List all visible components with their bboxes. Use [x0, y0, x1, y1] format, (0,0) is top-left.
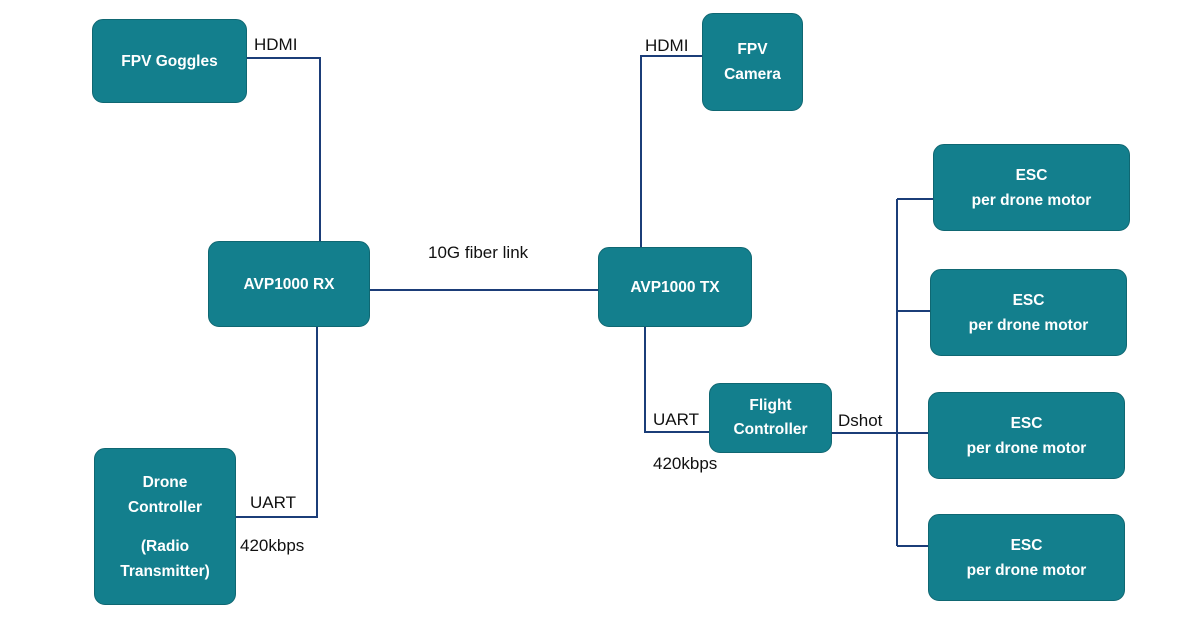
uart-drone-label: UART [250, 493, 296, 512]
esc-box-1: ESC per drone motor [933, 144, 1130, 231]
node-text-line: Drone [142, 473, 188, 491]
esc-box-2: ESC per drone motor [930, 269, 1127, 356]
hdmi-goggles-label: HDMI [254, 35, 298, 54]
node-text-line: (Radio [140, 537, 190, 555]
node-text-line: ESC [1012, 291, 1045, 309]
node-text-line: AVP1000 RX [243, 275, 335, 293]
hdmi-camera-wire [640, 55, 703, 248]
node-text-line: FPV [737, 41, 768, 58]
node-text-line: per drone motor [966, 439, 1087, 457]
esc-box-4: ESC per drone motor [928, 514, 1125, 601]
rate-drone-label: 420kbps [240, 536, 305, 555]
fpv-goggles-box: FPV Goggles [92, 19, 247, 103]
node-text-line: Controller [733, 421, 808, 438]
node-text-line: ESC [1010, 536, 1043, 554]
fiber-link-label: 10G fiber link [428, 243, 529, 262]
avp1000-rx-box: AVP1000 RX [208, 241, 370, 327]
node-text-line: Flight [749, 397, 792, 414]
node-text-line: Camera [724, 66, 781, 83]
uart-fc-label: UART [653, 410, 699, 429]
hdmi-goggles-wire [247, 57, 321, 242]
avp1000-tx-box: AVP1000 TX [598, 247, 752, 327]
hdmi-camera-label: HDMI [645, 36, 689, 55]
node-text-line: per drone motor [971, 191, 1092, 209]
node-text-line: Controller [127, 498, 203, 516]
node-text-line: FPV Goggles [121, 52, 218, 70]
fpv-camera-box: FPV Camera [702, 13, 803, 111]
node-text-line: per drone motor [966, 561, 1087, 579]
node-text-line: AVP1000 TX [630, 278, 720, 296]
dshot-label: Dshot [838, 411, 883, 430]
node-text-line: per drone motor [968, 316, 1089, 334]
node-text-line: ESC [1015, 166, 1048, 184]
rate-fc-label: 420kbps [653, 454, 718, 473]
node-text-line: Transmitter) [120, 562, 210, 580]
node-text-line: ESC [1010, 414, 1043, 432]
uart-drone-wire [236, 326, 318, 518]
esc-box-3: ESC per drone motor [928, 392, 1125, 479]
uart-fc-wire [644, 327, 709, 433]
